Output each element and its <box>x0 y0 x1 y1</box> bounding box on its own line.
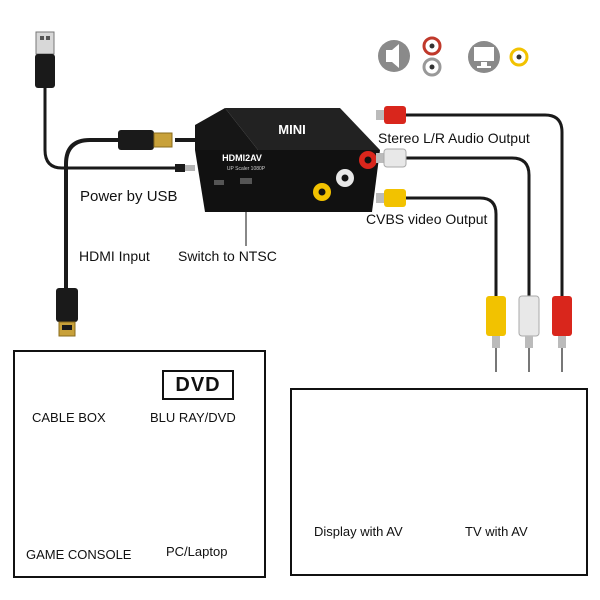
hdmi-cable <box>64 138 118 290</box>
usb-cable <box>43 88 175 170</box>
pc-laptop-label: PC/Laptop <box>166 544 228 559</box>
device-brand: MINI <box>278 122 305 137</box>
audio-jack-icon <box>422 36 442 77</box>
rca-red-cable <box>402 113 564 298</box>
device-model: HDMI2AV <box>222 153 262 163</box>
rca-plug-yellow-top <box>376 189 406 207</box>
power-by-usb-label: Power by USB <box>80 188 178 205</box>
switch-to-ntsc-label: Switch to NTSC <box>178 248 277 264</box>
game-console-label: GAME CONSOLE <box>26 547 132 562</box>
video-jack-icon <box>509 47 529 67</box>
cvbs-video-output-label: CVBS video Output <box>366 211 488 227</box>
hdmi-plug-top <box>118 130 173 150</box>
speaker-icon <box>378 40 410 72</box>
displays-box <box>290 388 588 576</box>
display-with-av-label: Display with AV <box>314 524 403 539</box>
sources-box <box>13 350 266 578</box>
rca-yellow-cable <box>402 196 498 298</box>
rca-plug-white-bottom <box>518 295 540 372</box>
blu-ray-dvd-label: BLU RAY/DVD <box>150 410 236 425</box>
cable-box-label: CABLE BOX <box>32 410 106 425</box>
rca-white-cable <box>402 156 531 298</box>
monitor-icon <box>468 41 500 73</box>
tv-with-av-label: TV with AV <box>465 524 528 539</box>
rca-plug-red-top <box>376 106 406 124</box>
rca-plug-red-bottom <box>552 296 572 372</box>
dvd-logo: DVD <box>162 370 234 400</box>
hdmi-plug-bottom <box>56 288 78 337</box>
hdmi-input-label: HDMI Input <box>79 248 150 264</box>
usb-plug <box>35 31 55 88</box>
rca-plug-white-top <box>376 148 407 168</box>
device-scaler: UP Scaler 1080P <box>227 166 266 172</box>
micro-usb-plug <box>175 164 195 172</box>
rca-plug-yellow-bottom <box>486 296 506 372</box>
stereo-audio-output-label: Stereo L/R Audio Output <box>378 130 530 146</box>
hdmi2av-converter <box>195 108 380 212</box>
